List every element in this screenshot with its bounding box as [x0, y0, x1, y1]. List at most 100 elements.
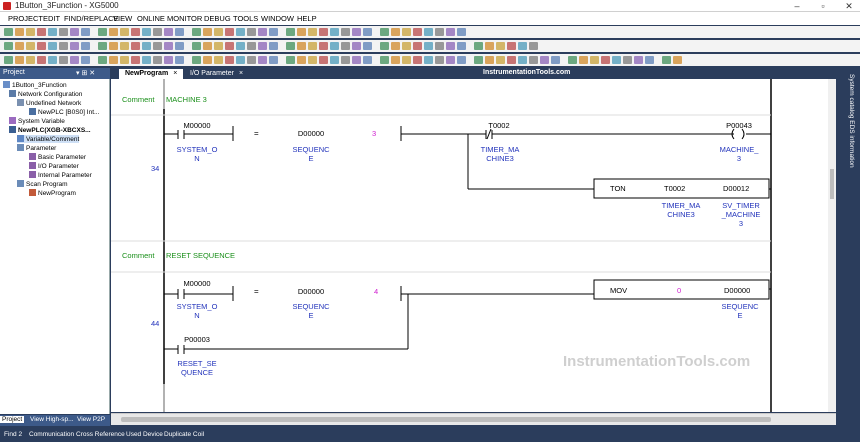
toolbar-button-icon[interactable] [203, 42, 212, 50]
toolbar-button-icon[interactable] [330, 56, 339, 64]
toolbar-button-icon[interactable] [120, 42, 129, 50]
ladder-editor[interactable]: Comment MACHINE 3 34 M00000 SYSTEM_O N =… [111, 79, 836, 412]
toolbar-button-icon[interactable] [98, 28, 107, 36]
toolbar-button-icon[interactable] [4, 28, 13, 36]
toolbar-button-icon[interactable] [391, 42, 400, 50]
maximize-button[interactable]: ▫ [821, 1, 825, 11]
toolbar-button-icon[interactable] [70, 56, 79, 64]
toolbar-button-icon[interactable] [81, 56, 90, 64]
toolbar-button-icon[interactable] [496, 42, 505, 50]
toolbar-button-icon[interactable] [258, 28, 267, 36]
compare-operand[interactable]: D00000 [297, 287, 325, 296]
rung-comment[interactable]: MACHINE 3 [166, 95, 207, 104]
toolbar-button-icon[interactable] [247, 28, 256, 36]
toolbar-button-icon[interactable] [225, 28, 234, 36]
tree-item-system-variable[interactable]: System Variable [9, 117, 65, 125]
toolbar-button-icon[interactable] [568, 56, 577, 64]
toolbar-button-icon[interactable] [308, 28, 317, 36]
toolbar-button-icon[interactable] [352, 56, 361, 64]
toolbar-button-icon[interactable] [131, 28, 140, 36]
menu-project[interactable]: PROJECT [8, 14, 44, 23]
toolbar-button-icon[interactable] [48, 56, 57, 64]
toolbar-button-icon[interactable] [4, 42, 13, 50]
ton-preset[interactable]: D00012 [723, 184, 750, 193]
toolbar-button-icon[interactable] [236, 56, 245, 64]
tab-project[interactable]: Project [0, 416, 25, 423]
toolbar-button-icon[interactable] [192, 56, 201, 64]
toolbar-button-icon[interactable] [192, 28, 201, 36]
contact-address[interactable]: M00000 [183, 121, 211, 130]
toolbar-button-icon[interactable] [109, 56, 118, 64]
menu-debug[interactable]: DEBUG [204, 14, 231, 23]
toolbar-button-icon[interactable] [496, 56, 505, 64]
tree-item-internal-parameter[interactable]: Internal Parameter [29, 171, 92, 179]
toolbar-button-icon[interactable] [164, 56, 173, 64]
toolbar-button-icon[interactable] [81, 28, 90, 36]
toolbar-button-icon[interactable] [341, 56, 350, 64]
toolbar-button-icon[interactable] [269, 56, 278, 64]
toolbar-button-icon[interactable] [457, 42, 466, 50]
toolbar-button-icon[interactable] [120, 28, 129, 36]
toolbar-button-icon[interactable] [446, 28, 455, 36]
menu-monitor[interactable]: MONITOR [167, 14, 203, 23]
nc-contact-address[interactable]: T0002 [488, 121, 510, 130]
menu-online[interactable]: ONLINE [137, 14, 165, 23]
close-button[interactable]: ✕ [845, 1, 853, 11]
tab-used-device[interactable]: Used Device [126, 431, 163, 438]
horizontal-scrollbar[interactable] [111, 413, 836, 425]
mov-source[interactable]: 0 [677, 286, 682, 295]
toolbar-button-icon[interactable] [109, 42, 118, 50]
tab-communication[interactable]: Communication [29, 431, 75, 438]
toolbar-button-icon[interactable] [26, 56, 35, 64]
toolbar-button-icon[interactable] [424, 42, 433, 50]
toolbar-button-icon[interactable] [214, 56, 223, 64]
toolbar-button-icon[interactable] [131, 42, 140, 50]
toolbar-button-icon[interactable] [363, 56, 372, 64]
toolbar-button-icon[interactable] [59, 56, 68, 64]
toolbar-button-icon[interactable] [380, 56, 389, 64]
toolbar-button-icon[interactable] [308, 42, 317, 50]
tree-item-scan-program[interactable]: Scan Program [17, 180, 68, 188]
toolbar-button-icon[interactable] [142, 42, 151, 50]
toolbar-button-icon[interactable] [579, 56, 588, 64]
toolbar-button-icon[interactable] [507, 42, 516, 50]
toolbar-button-icon[interactable] [474, 42, 483, 50]
compare-operand[interactable]: D00000 [297, 129, 325, 138]
toolbar-button-icon[interactable] [175, 56, 184, 64]
toolbar-button-icon[interactable] [402, 56, 411, 64]
toolbar-button-icon[interactable] [142, 28, 151, 36]
toolbar-button-icon[interactable] [435, 56, 444, 64]
toolbar-button-icon[interactable] [413, 56, 422, 64]
toolbar-button-icon[interactable] [203, 28, 212, 36]
right-panel-tabs[interactable]: System catalog EDS information [848, 74, 855, 168]
toolbar-button-icon[interactable] [247, 42, 256, 50]
toolbar-button-icon[interactable] [297, 42, 306, 50]
toolbar-button-icon[interactable] [485, 42, 494, 50]
toolbar-button-icon[interactable] [164, 28, 173, 36]
toolbar-button-icon[interactable] [203, 56, 212, 64]
toolbar-button-icon[interactable] [98, 56, 107, 64]
toolbar-button-icon[interactable] [153, 56, 162, 64]
ton-timer[interactable]: T0002 [664, 184, 686, 193]
toolbar-button-icon[interactable] [70, 42, 79, 50]
toolbar-button-icon[interactable] [48, 28, 57, 36]
toolbar-button-icon[interactable] [120, 56, 129, 64]
toolbar-button-icon[interactable] [131, 56, 140, 64]
tree-item-variable-comment[interactable]: Variable/Comment [17, 135, 80, 143]
toolbar-button-icon[interactable] [330, 42, 339, 50]
toolbar-button-icon[interactable] [70, 28, 79, 36]
toolbar-button-icon[interactable] [319, 56, 328, 64]
tab-cross-reference[interactable]: Cross Reference [76, 431, 125, 438]
toolbar-button-icon[interactable] [645, 56, 654, 64]
toolbar-button-icon[interactable] [15, 28, 24, 36]
toolbar-button-icon[interactable] [363, 42, 372, 50]
toolbar-button-icon[interactable] [98, 42, 107, 50]
menu-window[interactable]: WINDOW [261, 14, 294, 23]
toolbar-button-icon[interactable] [258, 42, 267, 50]
menu-help[interactable]: HELP [297, 14, 317, 23]
toolbar-button-icon[interactable] [634, 56, 643, 64]
tree-item-newplc[interactable]: NewPLC(XGB-XBCXS... [9, 126, 91, 134]
toolbar-button-icon[interactable] [37, 56, 46, 64]
toolbar-button-icon[interactable] [81, 42, 90, 50]
toolbar-button-icon[interactable] [4, 56, 13, 64]
